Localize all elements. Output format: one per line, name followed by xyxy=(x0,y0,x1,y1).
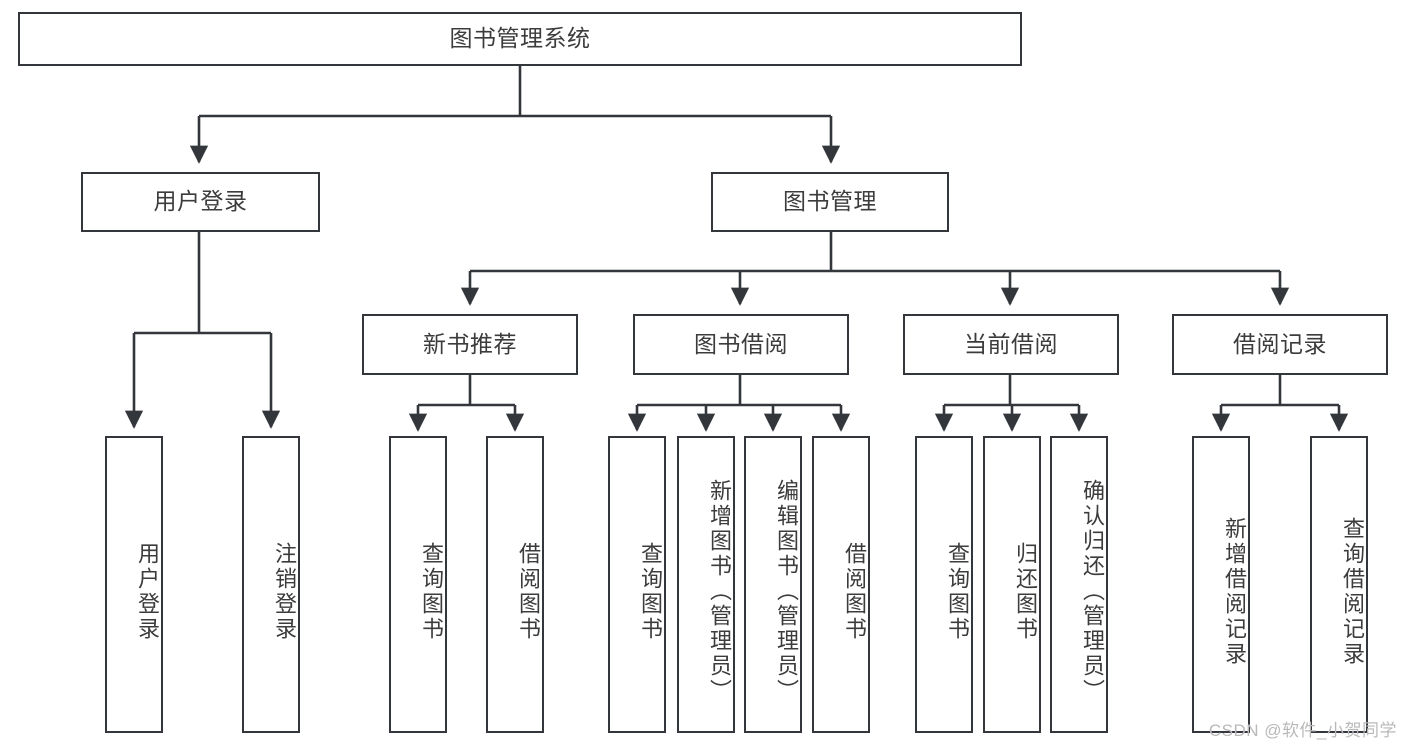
node-new-book-recommend-label: 新书推荐 xyxy=(423,330,517,357)
leaf-current-borrow-2[interactable]: 归还图书 xyxy=(983,436,1041,733)
leaf-current-borrow-1[interactable]: 查询图书 xyxy=(915,436,973,733)
leaf-user-login-1-label: 用户登录 xyxy=(135,541,160,642)
node-user-login[interactable]: 用户登录 xyxy=(81,172,320,232)
node-book-borrow[interactable]: 图书借阅 xyxy=(633,314,849,375)
leaf-book-borrow-1-label: 查询图书 xyxy=(638,541,663,642)
node-user-login-label: 用户登录 xyxy=(153,188,248,215)
leaf-borrow-record-2[interactable]: 查询借阅记录 xyxy=(1310,436,1368,733)
leaf-user-login-2-label: 注销登录 xyxy=(272,541,297,642)
leaf-current-borrow-3-label: 确认归还（管理员） xyxy=(1080,479,1105,704)
leaf-current-borrow-2-label: 归还图书 xyxy=(1013,541,1038,642)
node-book-management[interactable]: 图书管理 xyxy=(711,172,949,232)
leaf-new-book-1[interactable]: 查询图书 xyxy=(389,436,447,733)
leaf-current-borrow-3[interactable]: 确认归还（管理员） xyxy=(1050,436,1108,733)
leaf-book-borrow-2-label: 新增图书（管理员） xyxy=(707,479,732,704)
node-current-borrow[interactable]: 当前借阅 xyxy=(903,314,1119,375)
leaf-current-borrow-1-label: 查询图书 xyxy=(945,541,970,642)
leaf-book-borrow-4-label: 借阅图书 xyxy=(842,541,867,642)
node-root[interactable]: 图书管理系统 xyxy=(18,12,1022,66)
leaf-new-book-1-label: 查询图书 xyxy=(419,541,444,642)
leaf-borrow-record-1[interactable]: 新增借阅记录 xyxy=(1192,436,1250,733)
node-root-label: 图书管理系统 xyxy=(449,25,591,52)
node-book-borrow-label: 图书借阅 xyxy=(694,330,788,357)
leaf-user-login-2[interactable]: 注销登录 xyxy=(242,436,300,733)
leaf-book-borrow-3-label: 编辑图书（管理员） xyxy=(774,479,799,704)
leaf-book-borrow-4[interactable]: 借阅图书 xyxy=(812,436,870,733)
node-current-borrow-label: 当前借阅 xyxy=(964,330,1058,357)
node-book-management-label: 图书管理 xyxy=(783,188,877,215)
leaf-borrow-record-1-label: 新增借阅记录 xyxy=(1222,516,1247,667)
leaf-borrow-record-2-label: 查询借阅记录 xyxy=(1340,516,1365,667)
leaf-new-book-2-label: 借阅图书 xyxy=(516,541,541,642)
node-new-book-recommend[interactable]: 新书推荐 xyxy=(362,314,578,375)
leaf-book-borrow-1[interactable]: 查询图书 xyxy=(608,436,666,733)
leaf-new-book-2[interactable]: 借阅图书 xyxy=(486,436,544,733)
leaf-book-borrow-3[interactable]: 编辑图书（管理员） xyxy=(744,436,802,733)
node-borrow-record[interactable]: 借阅记录 xyxy=(1172,314,1388,375)
leaf-book-borrow-2[interactable]: 新增图书（管理员） xyxy=(677,436,735,733)
leaf-user-login-1[interactable]: 用户登录 xyxy=(105,436,163,733)
node-borrow-record-label: 借阅记录 xyxy=(1233,330,1327,357)
